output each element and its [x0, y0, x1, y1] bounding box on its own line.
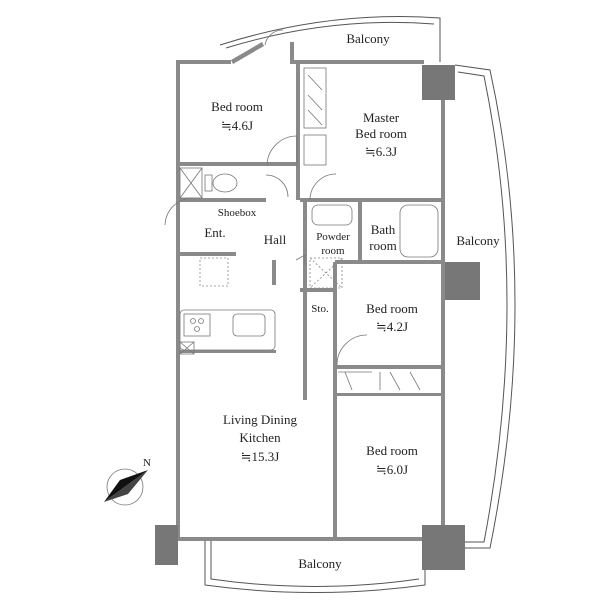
master-name-2: Bed room	[355, 126, 407, 141]
master-size: ≒6.3J	[365, 144, 397, 159]
bath-name-2: room	[369, 238, 396, 253]
bedroom-60-name: Bed room	[366, 443, 418, 458]
toilet-icon	[212, 173, 238, 193]
entrance-label: Ent.	[204, 225, 225, 240]
bath-name-1: Bath	[371, 222, 396, 237]
compass-ring	[106, 468, 144, 506]
ldk-name-2: Kitchen	[239, 430, 281, 445]
bedroom-42-name: Bed room	[366, 301, 418, 316]
fixtures	[164, 29, 439, 391]
hall-label: Hall	[264, 232, 287, 247]
bedroom-tl-size: ≒4.6J	[221, 118, 253, 133]
stove-icon	[183, 313, 211, 337]
balcony-top-label: Balcony	[346, 31, 390, 46]
walls	[176, 42, 445, 541]
powder-name-2: room	[321, 245, 345, 257]
shoebox-label: Shoebox	[218, 207, 257, 219]
bathtub-icon	[399, 204, 439, 258]
balcony-right-label: Balcony	[456, 233, 500, 248]
powder-name-1: Powder	[316, 231, 350, 243]
pillars	[155, 65, 480, 570]
compass: N	[104, 457, 151, 506]
storage-label: Sto.	[311, 303, 329, 315]
balcony-outlines	[204, 16, 516, 593]
compass-north-label: N	[143, 457, 151, 469]
bedroom-60-size: ≒6.0J	[376, 462, 408, 477]
sink-icon	[232, 313, 266, 337]
ldk-name-1: Living Dining	[223, 412, 298, 427]
bedroom-tl-name: Bed room	[211, 99, 263, 114]
balcony-bottom-label: Balcony	[298, 556, 342, 571]
master-name-1: Master	[363, 110, 400, 125]
ldk-size: ≒15.3J	[241, 449, 280, 464]
bedroom-42-size: ≒4.2J	[376, 319, 408, 334]
